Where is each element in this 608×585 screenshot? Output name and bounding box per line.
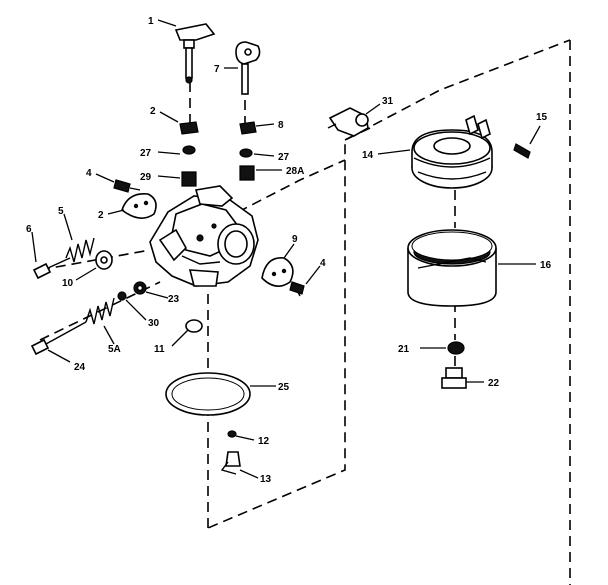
part-idle-screw [32,257,71,280]
part-choke-shaft [235,41,261,95]
callout-16: 16 [540,260,552,271]
callout-7: 7 [214,64,220,75]
callout-14: 14 [362,150,374,161]
callout-29: 29 [140,172,152,183]
callout-23: 23 [168,294,180,305]
part-screw-15 [513,143,531,159]
callout-6: 6 [26,224,32,235]
carburetor-body [149,185,259,287]
callout-21: 21 [398,344,410,355]
part-bowl-bolt [441,367,467,389]
callout-5: 5 [58,206,64,217]
callout-labels: 1 7 2 8 27 27 29 28A 31 15 14 4 2 5 6 10… [26,16,552,485]
callout-2-lower: 2 [98,210,104,221]
callout-1: 1 [148,16,154,27]
part-throttle-shaft [174,23,216,84]
part-needle-13 [220,451,241,475]
callout-13: 13 [260,474,272,485]
callout-arrows [31,19,541,479]
callout-8: 8 [278,120,284,131]
callout-25: 25 [278,382,290,393]
callout-24: 24 [74,362,86,373]
callout-27-right: 27 [278,152,290,163]
callout-11: 11 [154,344,165,355]
callout-4-lower: 4 [320,258,326,269]
callout-4-upper: 4 [86,168,92,179]
part-cap-11 [185,319,203,333]
part-throttle-plate [121,193,157,219]
part-springs [181,165,255,187]
part-spring-5a [85,297,115,325]
callout-5a: 5A [108,344,121,355]
callout-2-upper: 2 [150,106,156,117]
part-bowl-gasket [447,341,465,355]
callout-28a: 28A [286,166,304,177]
part-air-cleaner [411,114,493,189]
callout-15: 15 [536,112,548,123]
part-pin-12 [227,430,237,438]
part-float-bowl [407,229,497,307]
part-screw-right [289,281,305,297]
part-fuel-fitting [327,107,369,137]
callout-30: 30 [148,318,160,329]
part-oring-30 [117,291,127,301]
part-seals [179,121,257,135]
part-screw-left [113,179,141,193]
callout-22: 22 [488,378,500,389]
callout-27-left: 27 [140,148,152,159]
part-washer-10 [95,250,113,270]
callout-9: 9 [292,234,298,245]
callout-31: 31 [382,96,394,107]
part-spring [65,237,95,263]
callout-12: 12 [258,436,270,447]
part-mixture-screw [30,321,87,356]
part-oring-23 [133,281,147,295]
callout-10: 10 [62,278,74,289]
part-choke-plate [261,257,294,287]
part-washers [182,145,253,158]
part-gasket [165,372,251,416]
assembly-guide-lines [39,39,571,585]
